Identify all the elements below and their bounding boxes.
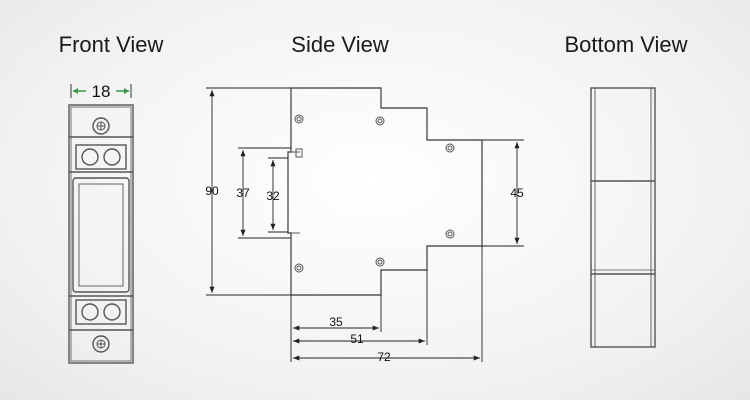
bottom-view [590, 87, 656, 348]
terminal-hole-icon [81, 148, 99, 166]
side-profile-outline [287, 87, 483, 296]
bottom-view-title: Bottom View [564, 32, 688, 57]
front-view: 18 [68, 82, 134, 364]
front-outer-body [68, 104, 134, 364]
dimension-32-label: 32 [266, 189, 280, 203]
top-screw-icon [92, 117, 110, 135]
terminal-hole-icon [103, 303, 121, 321]
side-view [287, 87, 483, 296]
side-dimensions: 90 37 32 45 35 51 72 [205, 87, 524, 364]
dimension-72-label: 72 [377, 350, 391, 364]
bottom-outer-body [590, 87, 656, 348]
dimension-90-label: 90 [205, 184, 219, 198]
front-view-title: Front View [58, 32, 164, 57]
front-width-label: 18 [92, 82, 111, 101]
dimension-45-label: 45 [510, 186, 524, 200]
dimension-51-label: 51 [350, 332, 364, 346]
mounting-hole-icon [294, 114, 455, 273]
bottom-terminal-block [75, 299, 127, 325]
terminal-hole-icon [103, 148, 121, 166]
top-terminal-block [75, 144, 127, 170]
side-view-title: Side View [291, 32, 389, 57]
bottom-screw-icon [92, 335, 110, 353]
display-window [72, 177, 130, 293]
dimension-35-label: 35 [329, 315, 343, 329]
terminal-hole-icon [81, 303, 99, 321]
front-inner-outline [70, 106, 132, 362]
front-width-dimension: 18 [70, 82, 132, 101]
dimension-37-label: 37 [236, 186, 250, 200]
